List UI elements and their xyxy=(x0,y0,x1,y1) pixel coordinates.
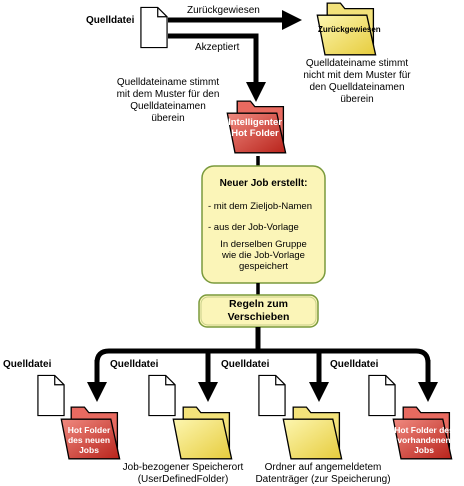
rejected-note-line: nicht mit dem Muster für xyxy=(303,70,411,81)
branch-bar xyxy=(94,348,431,385)
user-defined-folder-caption-line: Job-bezogener Speicherort xyxy=(122,462,244,473)
existing-job-hot-folder-label-line: Jobs xyxy=(414,445,434,455)
existing-job-hot-folder-label: Hot Folder des vorhandenen Jobs xyxy=(391,425,457,455)
existing-job-hot-folder-label-line: Hot Folder des xyxy=(394,425,454,435)
new-job-hot-folder-label-line: Jobs xyxy=(79,445,99,455)
accepted-note-line: überein xyxy=(151,113,185,124)
accepted-note-line: Quelldateiname stimmt xyxy=(116,77,220,88)
existing-job-hot-folder-label-line: vorhandenen xyxy=(397,435,451,445)
accepted-label: Akzeptiert xyxy=(195,42,240,53)
storage-folder-icon xyxy=(282,406,343,460)
source-label-2: Quelldatei xyxy=(110,359,159,370)
source-label: Quelldatei xyxy=(86,15,135,26)
source-document-icon-2 xyxy=(148,374,176,417)
job-box-line2: - aus der Job-Vorlage xyxy=(208,222,299,233)
source-document-icon xyxy=(140,6,168,49)
rules-box-inner-border xyxy=(200,296,317,326)
user-defined-folder-caption: Job-bezogener Speicherort (UserDefinedFo… xyxy=(113,462,253,486)
storage-folder-caption: Ordner auf angemeldetem Datenträger (zur… xyxy=(253,462,393,486)
rules-box-label-line: Regeln zum xyxy=(229,298,288,310)
smart-hot-folder-label-line: Hot Folder xyxy=(231,128,279,139)
user-defined-folder-icon xyxy=(172,406,233,460)
accepted-arrow xyxy=(168,33,266,102)
rejected-note-line: überein xyxy=(340,94,374,105)
job-box-line3: In derselben Gruppe wie die Job-Vorlage … xyxy=(204,239,323,272)
smart-hot-folder-label-line: Intelligenter xyxy=(228,117,282,128)
accepted-note: Quelldateiname stimmt mit dem Muster für… xyxy=(108,77,228,125)
source-label-3: Quelldatei xyxy=(221,359,270,370)
rejected-note-line: Quelldateiname stimmt xyxy=(305,58,409,69)
rejected-folder-label: Zurückgewiesen xyxy=(318,25,381,34)
job-box-line3-part: wie die Job-Vorlage xyxy=(222,250,305,261)
job-box-line1: - mit dem Zieljob-Namen xyxy=(208,201,312,212)
storage-folder-caption-line: Ordner auf angemeldetem xyxy=(264,462,382,473)
new-job-hot-folder-label: Hot Folder des neuen Jobs xyxy=(63,425,115,455)
source-document-icon-4 xyxy=(368,374,396,417)
user-defined-folder-caption-line: (UserDefinedFolder) xyxy=(137,474,229,485)
new-job-hot-folder-label-line: des neuen xyxy=(67,435,111,445)
accepted-note-line: mit dem Muster für den xyxy=(116,89,220,100)
source-label-4: Quelldatei xyxy=(330,359,379,370)
rejected-note-line: den Quelldateinamen xyxy=(309,82,405,93)
source-document-icon-3 xyxy=(258,374,286,417)
storage-folder-caption-line: Datenträger (zur Speicherung) xyxy=(255,474,391,485)
rules-box-label-line: Verschieben xyxy=(227,310,290,323)
rejected-note: Quelldateiname stimmt nicht mit dem Must… xyxy=(292,58,422,106)
job-box-line3-part: gespeichert xyxy=(238,261,289,272)
job-box-line3-part: In derselben Gruppe xyxy=(220,239,307,250)
accepted-note-line: Quelldateinamen xyxy=(130,101,206,112)
new-job-box xyxy=(201,165,326,284)
job-box-title: Neuer Job erstellt: xyxy=(219,178,308,189)
source-document-icon-1 xyxy=(37,374,65,417)
rules-box-label: Regeln zum Verschieben xyxy=(201,298,316,323)
new-job-hot-folder-label-line: Hot Folder xyxy=(67,425,111,435)
rejected-label: Zurückgewiesen xyxy=(187,5,260,16)
smart-hot-folder-label: Intelligenter Hot Folder xyxy=(222,117,288,139)
source-label-1: Quelldatei xyxy=(3,359,52,370)
